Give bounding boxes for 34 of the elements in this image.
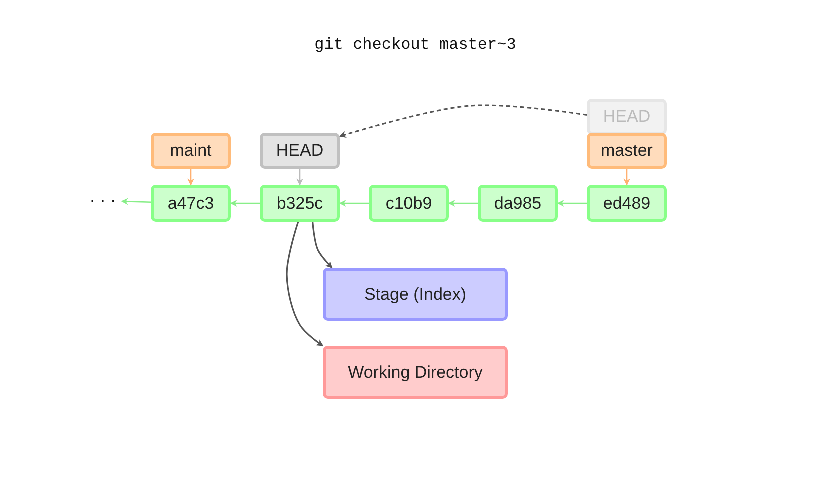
commit-hash: c10b9: [386, 194, 432, 214]
area-name: Stage (Index): [364, 284, 467, 304]
branch-box: [151, 133, 231, 169]
commit-hash: ed489: [603, 194, 651, 214]
commit-box: [587, 185, 667, 222]
branch-name: maint: [170, 141, 212, 161]
commit-hash: a47c3: [168, 194, 214, 214]
commit-hash: b325c: [276, 194, 324, 214]
area-name: Working Directory: [348, 362, 483, 382]
ellipsis: · · ·: [90, 191, 116, 211]
stage-box: [323, 268, 508, 321]
arrow: [448, 200, 478, 207]
ref-name: HEAD: [276, 141, 324, 161]
commit-box: [369, 185, 449, 222]
branch-box: [587, 133, 667, 169]
commit-box: [260, 185, 340, 222]
title: git checkout master~3: [314, 36, 518, 54]
arrow: [624, 169, 630, 186]
arrow: [296, 169, 304, 186]
commit-box: [151, 185, 231, 222]
working-directory-box: [323, 346, 508, 399]
dashed-arrow: [339, 104, 588, 138]
ref-box: [587, 99, 667, 135]
arrow: [188, 169, 194, 186]
ref-box: [260, 133, 340, 169]
arrow: [339, 200, 369, 207]
commit-box: [478, 185, 558, 222]
arrow: [312, 222, 333, 269]
arrow: [286, 222, 324, 347]
branch-name: master: [601, 141, 653, 161]
arrow: [121, 198, 152, 206]
arrow: [230, 200, 260, 207]
arrow: [557, 200, 587, 207]
commit-hash: da985: [494, 194, 542, 214]
